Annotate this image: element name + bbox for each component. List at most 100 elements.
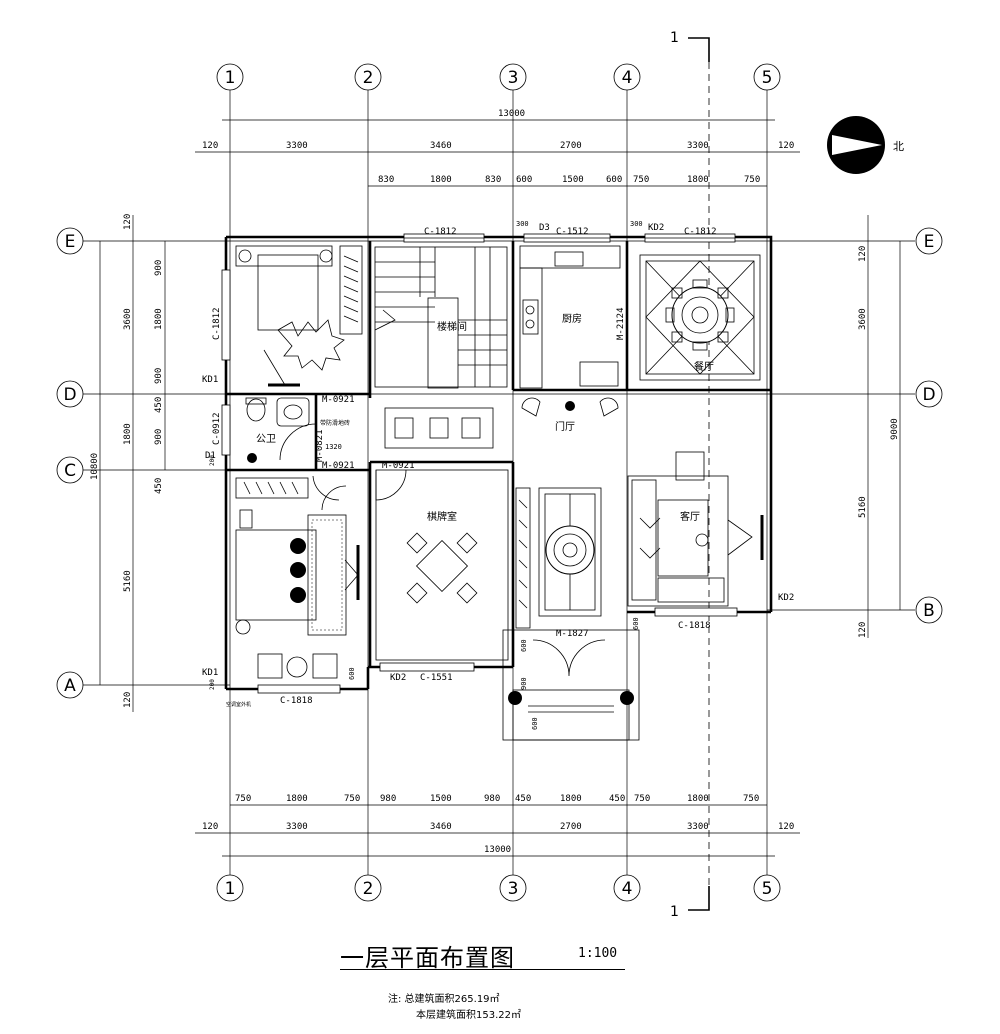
console-table [384,407,494,449]
svg-text:830: 830 [485,175,501,185]
svg-text:120: 120 [858,246,868,262]
svg-text:900: 900 [154,260,164,276]
drawing-scale: 1:100 [578,946,618,961]
svg-text:980: 980 [380,794,396,804]
svg-text:2: 2 [363,879,374,899]
room-label-foyer: 门厅 [555,420,575,433]
svg-text:D3: D3 [539,223,550,233]
interior-walls [226,241,771,667]
svg-text:600: 600 [606,175,622,185]
column-bubbles-top: 1 2 3 4 5 [216,63,781,91]
left-dimensions: 10800 120 3600 1800 5160 120 900 1800 90… [90,214,166,712]
room-label-dining: 餐厅 [694,360,714,373]
svg-text:D: D [922,385,935,405]
axis-bubble-D-right: D [915,380,943,408]
svg-text:120: 120 [778,822,794,832]
svg-text:450: 450 [154,478,164,494]
svg-text:3300: 3300 [286,141,308,151]
room-label-stair: 楼梯间 [437,320,467,333]
svg-text:3600: 3600 [123,308,133,330]
svg-text:120: 120 [858,622,868,638]
svg-text:9000: 9000 [890,418,900,440]
dining-room: 餐厅 [639,254,761,381]
svg-text:1: 1 [670,30,679,46]
svg-text:M-0921: M-0921 [322,461,355,471]
svg-text:5: 5 [762,68,773,88]
bottom-dimensions: 750 1800 750 980 1500 980 450 1800 450 7… [195,794,800,857]
svg-text:13000: 13000 [498,109,525,119]
svg-text:980: 980 [484,794,500,804]
chess-room: 棋牌室 [375,469,509,661]
svg-text:900: 900 [154,368,164,384]
axis-bubble-3: 3 [499,63,527,91]
axis-bubble-5-bottom: 5 [753,874,781,902]
staircase: 楼梯间 [374,246,508,389]
svg-text:4: 4 [622,68,633,88]
svg-text:1800: 1800 [430,175,452,185]
column-bubbles-bottom: 1 2 3 4 5 [216,874,781,902]
area-note-floor: 本层建筑面积153.22㎡ [416,1010,521,1021]
svg-text:D: D [63,385,76,405]
svg-text:4: 4 [622,879,633,899]
bedroom-upper [235,245,363,387]
axis-bubble-E-right: E [915,227,943,255]
title-underline [340,969,625,970]
axis-bubble-2-bottom: 2 [354,874,382,902]
svg-text:1800: 1800 [687,794,709,804]
svg-text:3460: 3460 [430,141,452,151]
svg-text:1: 1 [670,904,679,920]
axis-bubble-1-bottom: 1 [216,874,244,902]
svg-text:1800: 1800 [687,175,709,185]
svg-text:C: C [64,461,76,481]
svg-text:120: 120 [123,214,133,230]
opening-labels: C-1812 C-1512 C-1812 D3 KD2 300 300 C-18… [202,220,794,730]
svg-text:5: 5 [762,879,773,899]
svg-text:C-1551: C-1551 [420,673,453,683]
svg-text:D1: D1 [205,451,216,461]
svg-text:3300: 3300 [687,141,709,151]
axis-bubble-B-right: B [915,596,943,624]
svg-text:KD2: KD2 [648,223,664,233]
svg-text:3: 3 [508,879,519,899]
svg-text:10800: 10800 [90,453,100,480]
svg-text:200: 200 [209,455,216,466]
svg-text:3: 3 [508,68,519,88]
svg-text:C-0912: C-0912 [212,412,222,445]
row-bubbles-right: E D B [915,227,943,624]
svg-text:200: 200 [209,679,216,690]
svg-text:C-1812: C-1812 [424,227,457,237]
svg-text:750: 750 [744,175,760,185]
room-label-living: 客厅 [680,510,700,523]
svg-text:E: E [924,232,935,252]
axis-bubble-5: 5 [753,63,781,91]
axis-bubble-2: 2 [354,63,382,91]
axis-bubble-3-bottom: 3 [499,874,527,902]
svg-text:KD1: KD1 [202,375,218,385]
svg-text:C-1812: C-1812 [684,227,717,237]
svg-text:830: 830 [378,175,394,185]
svg-text:120: 120 [202,822,218,832]
svg-text:3300: 3300 [286,822,308,832]
svg-text:600: 600 [632,617,640,630]
axis-bubble-A: A [56,671,84,699]
drawing-title: 一层平面布置图 [340,944,515,972]
svg-text:1500: 1500 [562,175,584,185]
axis-bubble-E: E [56,227,84,255]
svg-text:1500: 1500 [430,794,452,804]
north-label: 北 [893,140,904,153]
dining-chairs [665,279,735,351]
windows [221,233,738,694]
svg-text:E: E [65,232,76,252]
svg-text:KD1: KD1 [202,668,218,678]
svg-text:300: 300 [516,220,529,228]
svg-text:5160: 5160 [123,570,133,592]
top-dimensions: 13000 120 3300 3460 2700 3300 120 830 18… [195,109,800,187]
svg-text:450: 450 [515,794,531,804]
room-label-kitchen: 厨房 [562,312,582,325]
svg-text:1800: 1800 [154,308,164,330]
svg-text:120: 120 [123,692,133,708]
svg-text:1: 1 [225,879,236,899]
svg-text:120: 120 [778,141,794,151]
wc-note: 带防滑地砖 [320,419,350,427]
svg-text:750: 750 [634,794,650,804]
